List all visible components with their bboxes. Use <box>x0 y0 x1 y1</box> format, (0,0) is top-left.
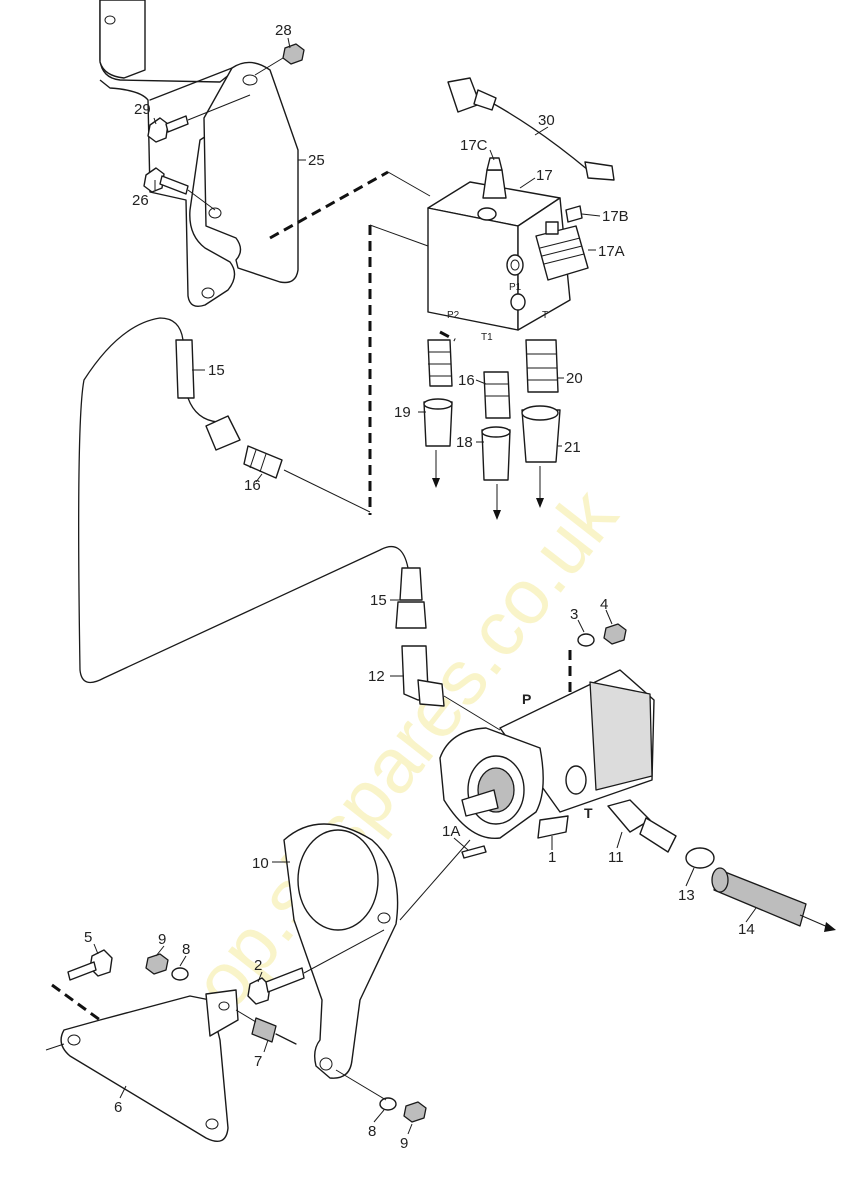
cable-30 <box>447 77 615 181</box>
label-10: 10 <box>252 855 269 872</box>
hydraulic-pump-1: P T <box>439 669 655 840</box>
label-29: 29 <box>134 101 151 118</box>
fitting-16-upper <box>427 339 453 387</box>
label-17A: 17A <box>598 243 625 260</box>
nut-28 <box>254 43 305 76</box>
port-mark-T: T <box>542 310 548 321</box>
label-20: 20 <box>566 370 583 387</box>
label-19: 19 <box>394 404 411 421</box>
label-15-lower: 15 <box>370 592 387 609</box>
elbow-12 <box>401 645 501 731</box>
part-labels: 28 29 25 26 30 17C 17 17B 17A 15 16 19 1… <box>84 22 755 1152</box>
label-8-lower: 8 <box>368 1123 376 1140</box>
label-1: 1 <box>548 849 556 866</box>
hose-14 <box>711 867 836 932</box>
fitting-21 <box>521 405 561 463</box>
assembly-line-p2 <box>439 330 456 342</box>
support-bracket-6 <box>45 989 239 1142</box>
nut-9-lower <box>335 1069 427 1123</box>
label-25: 25 <box>308 152 325 169</box>
washer-3 <box>577 633 595 647</box>
port-mark-T1: T1 <box>481 332 493 343</box>
label-17: 17 <box>536 167 553 184</box>
label-17C: 17C <box>460 137 488 154</box>
hose-clip-13 <box>685 847 715 869</box>
label-30: 30 <box>538 112 555 129</box>
label-4: 4 <box>600 596 608 613</box>
fitting-17C <box>482 157 507 199</box>
label-17B: 17B <box>602 208 629 225</box>
label-2: 2 <box>254 957 262 974</box>
fitting-19 <box>423 398 453 447</box>
nut-4 <box>603 623 627 645</box>
label-9-lower: 9 <box>400 1135 408 1152</box>
label-3: 3 <box>570 606 578 623</box>
label-16-valve: 16 <box>458 372 475 389</box>
washer-8-lower <box>379 1097 397 1111</box>
label-14: 14 <box>738 921 755 938</box>
assembly-line-bracket-valve <box>269 170 389 240</box>
label-8-upper: 8 <box>182 941 190 958</box>
label-13: 13 <box>678 887 695 904</box>
label-1A: 1A <box>442 823 460 840</box>
fitting-18 <box>481 426 511 481</box>
flow-arrows <box>432 450 544 520</box>
bolt-29 <box>147 94 251 143</box>
assembly-line-bolt5 <box>51 983 101 1022</box>
port-mark-P1: P1 <box>509 282 522 293</box>
plug-17B <box>565 205 583 223</box>
label-11: 11 <box>608 849 624 866</box>
mounting-bracket-25 <box>99 0 299 308</box>
label-9-upper: 9 <box>158 931 166 948</box>
hose-end-fitting <box>205 415 241 451</box>
leader-lines <box>93 37 757 1135</box>
hose-15 <box>78 317 427 684</box>
port-mark-P2: P2 <box>447 310 460 321</box>
label-21: 21 <box>564 439 581 456</box>
label-28: 28 <box>275 22 292 39</box>
label-5: 5 <box>84 929 92 946</box>
fitting-16-lower <box>483 371 511 419</box>
label-18: 18 <box>456 434 473 451</box>
bolt-5 <box>67 949 113 981</box>
nut-9-upper <box>145 953 169 975</box>
port-mark-pump-P: P <box>522 691 531 707</box>
bolt-2 <box>247 929 385 1005</box>
pump-bracket-10 <box>283 823 471 1079</box>
stud-7 <box>235 1009 297 1045</box>
label-7: 7 <box>254 1053 262 1070</box>
port-mark-pump-T: T <box>584 805 593 821</box>
label-16-hose: 16 <box>244 477 261 494</box>
washer-8-upper <box>171 967 189 981</box>
key-1A <box>461 845 487 859</box>
fitting-11 <box>607 799 677 853</box>
label-12: 12 <box>368 668 385 685</box>
label-15-upper: 15 <box>208 362 225 379</box>
label-6: 6 <box>114 1099 122 1116</box>
bolt-26 <box>143 167 216 211</box>
solenoid-17A <box>535 221 589 281</box>
adapter-16-left <box>243 445 371 513</box>
fitting-20 <box>525 339 559 393</box>
label-26: 26 <box>132 192 149 209</box>
